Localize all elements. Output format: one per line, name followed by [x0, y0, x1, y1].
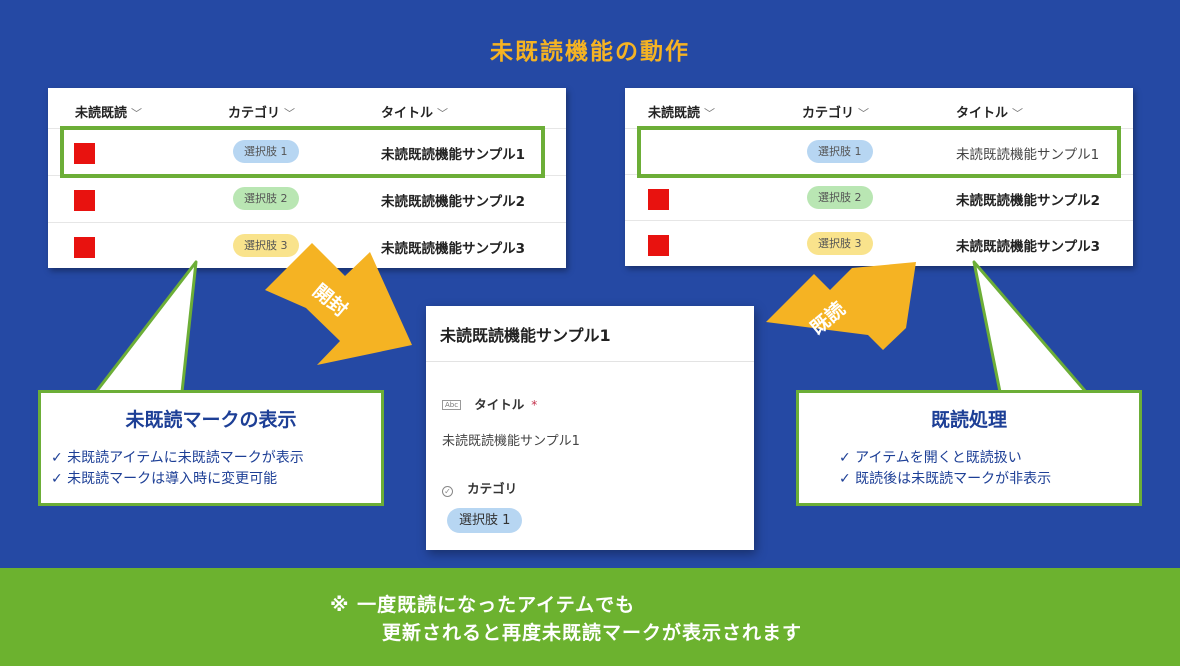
unread-mark	[648, 189, 669, 210]
row-highlight-before	[60, 126, 545, 178]
row-title[interactable]: 未読既読機能サンプル3	[381, 241, 525, 257]
list-item: ✓ 未既読マークは導入時に変更可能	[51, 471, 278, 487]
unread-mark	[648, 235, 669, 256]
unread-mark	[74, 143, 95, 164]
column-header-unread[interactable]: 未読既読﹀	[75, 106, 143, 121]
category-chip: 選択肢 2	[233, 187, 299, 210]
callout-read-process: 既読処理 ✓ アイテムを開くと既読扱い ✓ 既読後は未既読マークが非表示	[796, 390, 1142, 506]
table-row[interactable]: 選択肢 2 未読既読機能サンプル2	[625, 174, 1133, 220]
callout-unread-display: 未既読マークの表示 ✓ 未既読アイテムに未既読マークが表示 ✓ 未既読マークは導…	[38, 390, 384, 506]
row-title[interactable]: 未読既読機能サンプル1	[956, 147, 1100, 163]
row-title[interactable]: 未読既読機能サンプル3	[956, 239, 1100, 255]
callout-pointer-left	[94, 260, 198, 394]
item-detail-panel: 未読既読機能サンプル1 Abc タイトル * 未読既読機能サンプル1 ✓ カテゴ…	[426, 306, 754, 550]
title-field-value[interactable]: 未読既読機能サンプル1	[442, 434, 580, 449]
arrow-read-shape	[766, 262, 916, 350]
chevron-down-icon: ﹀	[437, 107, 449, 120]
choice-check-icon: ✓	[442, 486, 453, 497]
title-field-label: Abc タイトル *	[442, 394, 537, 413]
unread-mark	[74, 237, 95, 258]
footer-line-2: 更新されると再度未既読マークが表示されます	[382, 622, 803, 644]
column-header-category[interactable]: カテゴリ﹀	[802, 106, 870, 121]
footer-line-1: ※ 一度既読になったアイテムでも	[330, 594, 636, 616]
category-field-chip[interactable]: 選択肢 1	[447, 508, 523, 533]
arrow-open-shape	[265, 243, 412, 365]
row-title[interactable]: 未読既読機能サンプル2	[381, 194, 525, 210]
divider	[426, 361, 754, 362]
category-chip: 選択肢 2	[807, 186, 873, 209]
list-before: 未読既読﹀ カテゴリ﹀ タイトル﹀ 選択肢 1 未読既読機能サンプル1 選択肢 …	[48, 88, 566, 268]
footer-note: ※ 一度既読になったアイテムでも 更新されると再度未既読マークが表示されます	[0, 568, 1180, 666]
table-row[interactable]: 選択肢 3 未読既読機能サンプル3	[48, 222, 566, 268]
table-row[interactable]: 選択肢 3 未読既読機能サンプル3	[625, 220, 1133, 266]
column-header-category[interactable]: カテゴリ﹀	[228, 106, 296, 121]
table-row[interactable]: 選択肢 2 未読既読機能サンプル2	[48, 175, 566, 221]
chevron-down-icon: ﹀	[1012, 107, 1024, 120]
column-header-unread[interactable]: 未読既読﹀	[648, 106, 716, 121]
category-chip: 選択肢 3	[807, 232, 873, 255]
slide-title: 未既読機能の動作	[490, 39, 690, 65]
category-chip: 選択肢 3	[233, 234, 299, 257]
category-chip: 選択肢 1	[233, 140, 299, 163]
list-header: 未読既読﹀ カテゴリ﹀ タイトル﹀	[625, 88, 1133, 128]
callout-title: 既読処理	[930, 409, 1007, 431]
list-item: ✓ アイテムを開くと既読扱い	[839, 450, 1022, 466]
row-title[interactable]: 未読既読機能サンプル1	[381, 147, 525, 163]
callout-pointer-right	[972, 260, 1088, 394]
required-mark: *	[531, 398, 538, 412]
callout-title: 未既読マークの表示	[125, 409, 297, 431]
row-title[interactable]: 未読既読機能サンプル2	[956, 193, 1100, 209]
unread-mark	[74, 190, 95, 211]
chevron-down-icon: ﹀	[704, 107, 716, 120]
list-item: ✓ 既読後は未既読マークが非表示	[839, 471, 1052, 487]
item-detail-heading: 未読既読機能サンプル1	[440, 326, 611, 345]
chevron-down-icon: ﹀	[131, 107, 143, 120]
row-highlight-after	[637, 126, 1121, 178]
text-field-icon: Abc	[442, 399, 462, 410]
chevron-down-icon: ﹀	[858, 107, 870, 120]
list-header: 未読既読﹀ カテゴリ﹀ タイトル﹀	[48, 88, 566, 128]
category-chip: 選択肢 1	[807, 140, 873, 163]
column-header-title[interactable]: タイトル﹀	[956, 106, 1024, 121]
list-item: ✓ 未既読アイテムに未既読マークが表示	[51, 450, 304, 466]
column-header-title[interactable]: タイトル﹀	[381, 106, 449, 121]
chevron-down-icon: ﹀	[284, 107, 296, 120]
category-field-label: ✓ カテゴリ	[442, 478, 517, 497]
